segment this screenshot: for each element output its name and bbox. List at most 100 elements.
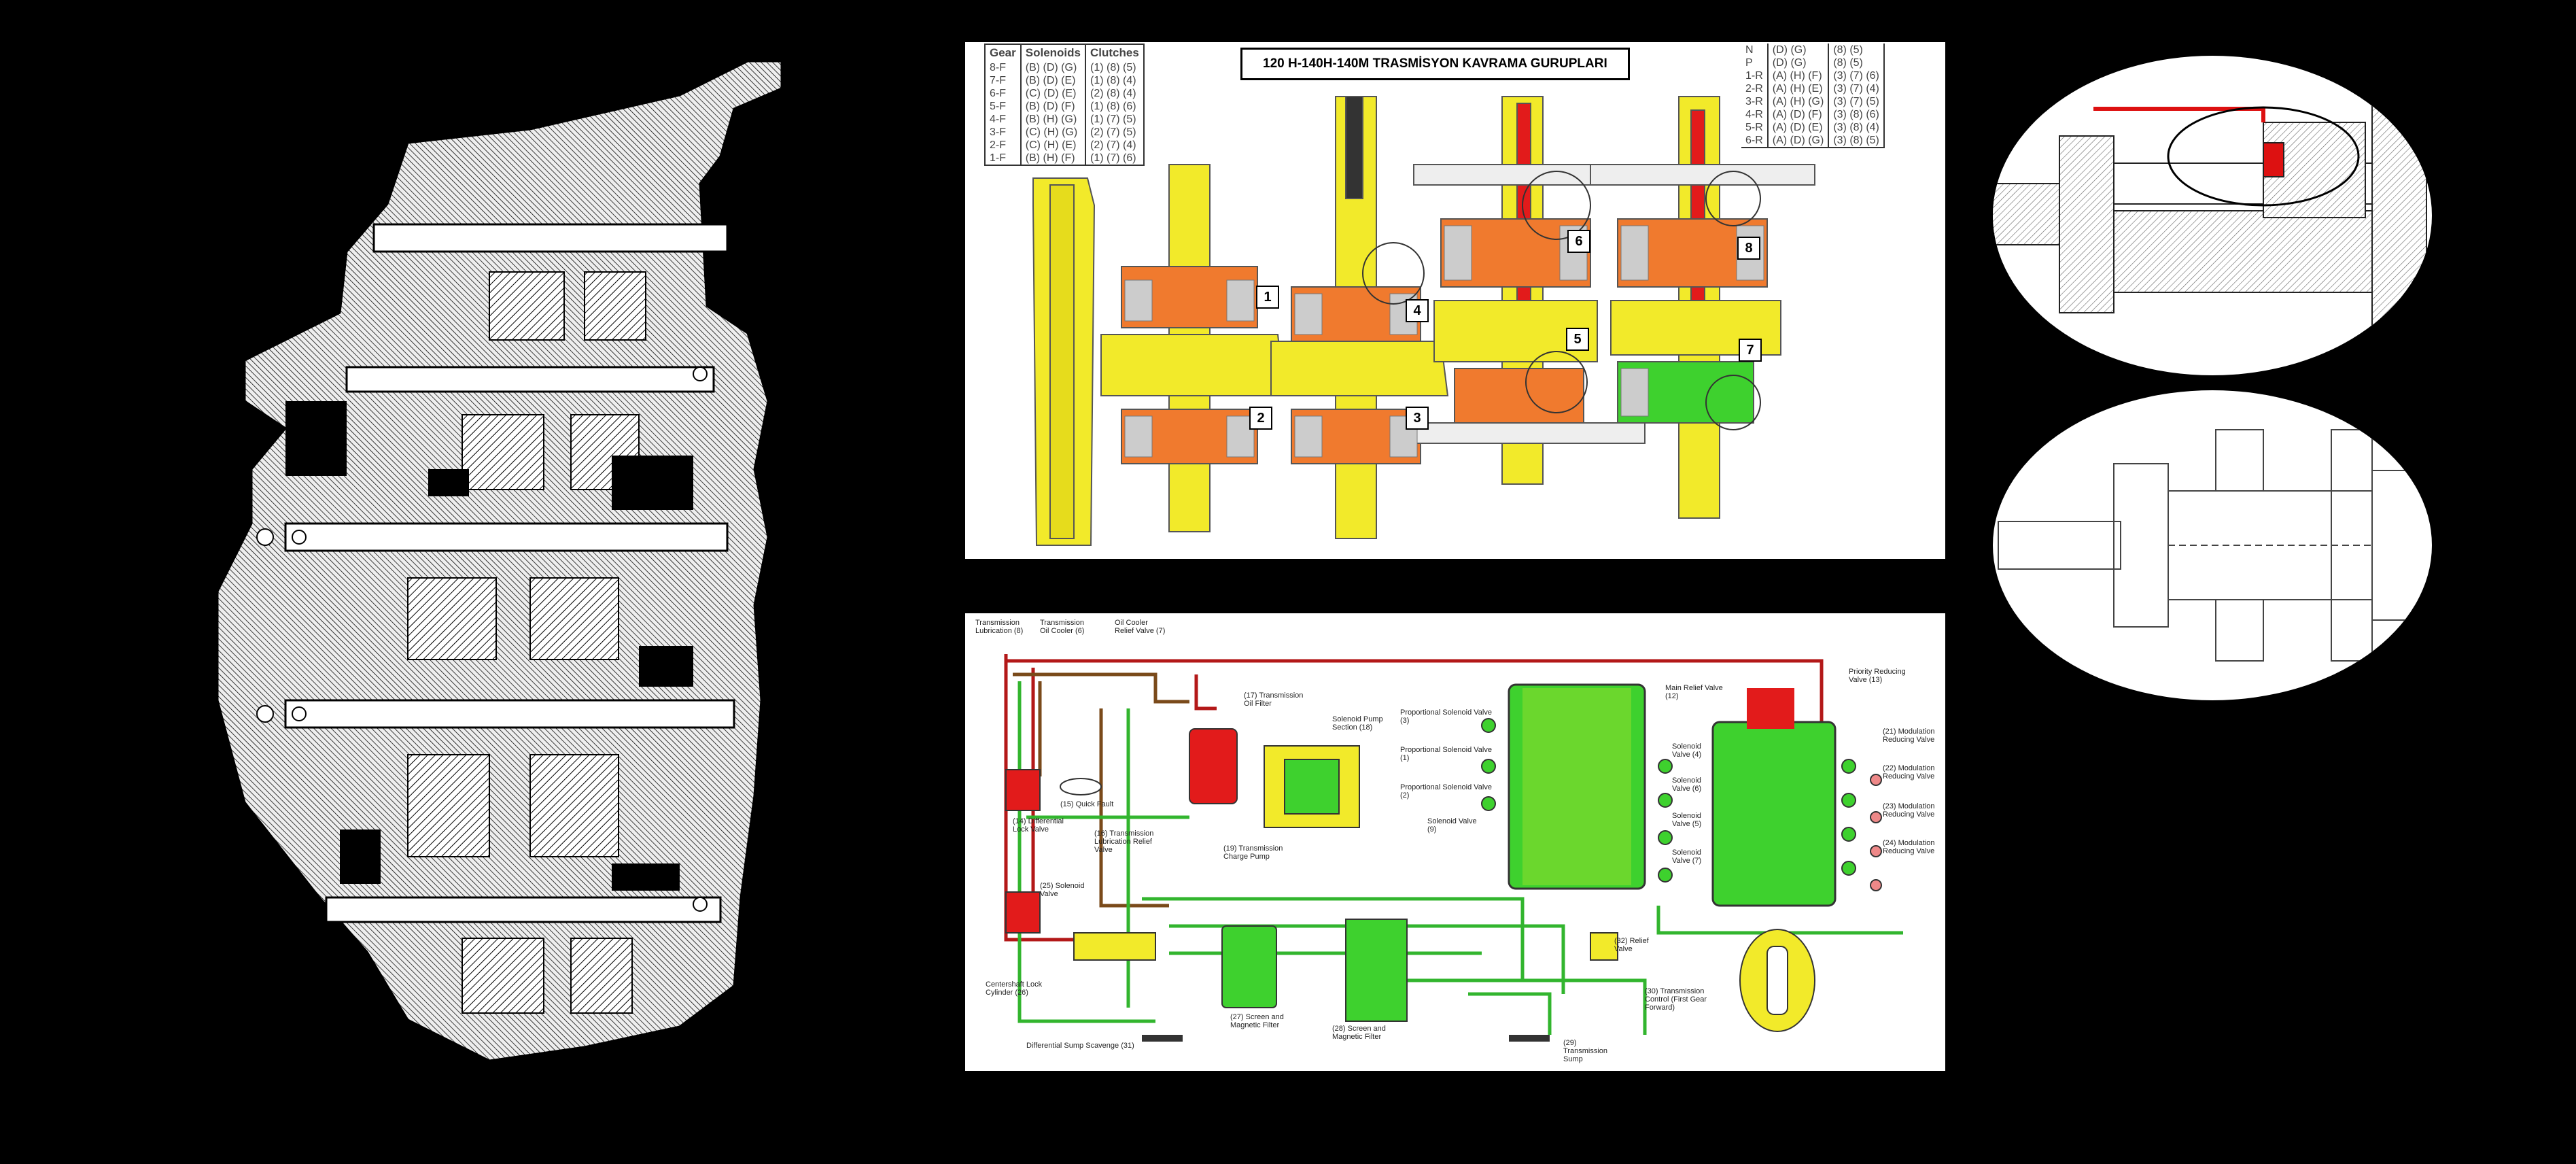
valve-block-left: [1508, 683, 1646, 890]
col-solenoids: Solenoids: [1020, 45, 1085, 61]
clutches-cell: (3) (8) (4): [1828, 121, 1883, 134]
gear-row: 1-F (B) (H) (F)(1) (7) (6): [986, 152, 1143, 165]
transmission-cutaway-drawing: [216, 60, 783, 1062]
shaft-clutch-3-4: [1335, 96, 1377, 539]
label-mod-21: (21) Modulation Reducing Valve: [1883, 728, 1935, 744]
shaft-clutch-5-6: [1501, 96, 1544, 485]
gear-row: 2-R(A) (H) (E)(3) (7) (4): [1741, 82, 1883, 95]
gear-row: 1-R(A) (H) (F)(3) (7) (6): [1741, 69, 1883, 82]
solenoids-cell: (B) (H) (F): [1020, 152, 1085, 165]
detail-view-bottom: [1991, 389, 2433, 702]
clutch-number-8: 8: [1737, 237, 1760, 260]
detail-view-top: [1991, 54, 2433, 377]
valve-block-right: [1711, 721, 1837, 907]
hydraulic-schematic-drawing: [1004, 654, 1903, 1042]
label-solenoid-pump-section: Solenoid Pump Section (18): [1332, 715, 1383, 732]
label-screen-28: (28) Screen and Magnetic Filter: [1332, 1025, 1386, 1041]
gear-cell: 3-R: [1745, 96, 1763, 107]
shaft-clutch-7-8: [1678, 96, 1720, 519]
gear-row: 5-R(A) (D) (E)(3) (8) (4): [1741, 121, 1883, 134]
clutches-cell: (1) (7) (6): [1084, 152, 1143, 165]
clutch-number-5: 5: [1566, 328, 1589, 351]
label-mod-22: (22) Modulation Reducing Valve: [1883, 764, 1935, 781]
clutches-cell: (1) (7) (5): [1084, 113, 1143, 126]
solenoids-cell: (A) (H) (F): [1766, 69, 1829, 82]
label-trans-control: (30) Transmission Control (First Gear Fo…: [1645, 987, 1707, 1012]
gear-cell: P: [1745, 57, 1753, 69]
gear-row: 4-F(B) (H) (G)(1) (7) (5): [986, 113, 1143, 126]
clutch-number-4: 4: [1406, 299, 1429, 322]
label-trans-lubrication: Transmission Lubrication (8): [975, 619, 1024, 635]
clutch-groups-panel: Gear Solenoids Clutches 8-F(B) (D) (G)(1…: [965, 42, 1945, 559]
forward-gear-table: Gear Solenoids Clutches 8-F(B) (D) (G)(1…: [984, 44, 1145, 166]
label-solenoid-valve-7: Solenoid Valve (7): [1672, 849, 1702, 865]
solenoids-cell: (B) (D) (F): [1020, 100, 1085, 113]
clutches-cell: (3) (8) (5): [1828, 134, 1883, 147]
solenoids-cell: (A) (D) (F): [1766, 108, 1829, 121]
shaft-5: [325, 896, 722, 923]
gear-row: 7-F (B) (D) (E)(1) (8) (4): [986, 74, 1143, 87]
gear-cell: 1-R: [1745, 70, 1763, 82]
gear-cell: 2-R: [1745, 83, 1763, 95]
clutch-packs: [407, 271, 646, 1014]
clutches-cell: (1) (8) (4): [1084, 74, 1143, 87]
detail-view-top-drawing: [1993, 56, 2432, 375]
solenoids-cell: (B) (H) (G): [1020, 113, 1085, 126]
oil-filter: [1189, 728, 1238, 804]
gear-cell: 5-F: [990, 101, 1006, 112]
gear-row: N(D) (G)(8) (5): [1741, 44, 1883, 56]
label-quick-fault: (15) Quick Fault: [1060, 800, 1114, 808]
solenoids-cell: (A) (H) (G): [1766, 95, 1829, 108]
transmission-cutaway: [204, 48, 816, 1074]
solenoids-cell: (A) (D) (E): [1766, 121, 1829, 134]
clutches-cell: (2) (7) (4): [1084, 139, 1143, 152]
reverse-gear-rows: N(D) (G)(8) (5)P(D) (G)(8) (5)1-R(A) (H)…: [1741, 44, 1883, 147]
solenoids-cell: (B) (D) (E): [1020, 74, 1085, 87]
forward-gear-rows: 8-F(B) (D) (G)(1) (8) (5)7-F(B) (D) (E)(…: [986, 61, 1143, 165]
gear-cell: 7-F: [990, 75, 1006, 86]
clutch-number-6: 6: [1567, 230, 1590, 253]
shaft-1: [372, 223, 729, 253]
housing-voids: [285, 401, 693, 891]
clutches-cell: (3) (7) (5): [1828, 95, 1883, 108]
solenoids-cell: (D) (G): [1766, 56, 1829, 69]
label-mod-24: (24) Modulation Reducing Valve: [1883, 839, 1935, 855]
label-trans-oil-cooler: Transmission Oil Cooler (6): [1040, 619, 1085, 635]
solenoids-cell: (C) (D) (E): [1020, 87, 1085, 100]
shaft-4: [284, 699, 735, 729]
label-solenoid-valve-9: Solenoid Valve (9): [1427, 817, 1477, 834]
clutches-cell: (1) (8) (6): [1084, 100, 1143, 113]
clutch-number-1: 1: [1256, 286, 1279, 309]
label-screen-27: (27) Screen and Magnetic Filter: [1230, 1013, 1284, 1029]
gear-cell: 5-R: [1745, 122, 1763, 133]
clutches-cell: (8) (5): [1828, 56, 1883, 69]
gear-row: 3-R(A) (H) (G)(3) (7) (5): [1741, 95, 1883, 108]
gear-row: P (D) (G)(8) (5): [1741, 56, 1883, 69]
clutches-cell: (8) (5): [1828, 44, 1883, 56]
clutches-cell: (3) (7) (6): [1828, 69, 1883, 82]
gear-cell: 1-F: [990, 152, 1006, 164]
screen-filter-28: [1345, 919, 1408, 1022]
gear-row: 2-F(C) (H) (E)(2) (7) (4): [986, 139, 1143, 152]
clutches-cell: (2) (8) (4): [1084, 87, 1143, 100]
solenoids-cell: (C) (H) (E): [1020, 139, 1085, 152]
solenoids-cell: (C) (H) (G): [1020, 126, 1085, 139]
label-trans-lube-relief: (16) Transmission Lubrication Relief Val…: [1094, 829, 1154, 854]
gear-cell: 4-R: [1745, 109, 1763, 120]
hydraulic-schematic-panel: Transmission Lubrication (8) Transmissio…: [965, 613, 1945, 1071]
label-charge-pump: (19) Transmission Charge Pump: [1223, 844, 1283, 861]
col-clutches: Clutches: [1084, 45, 1143, 61]
reverse-gear-table: N(D) (G)(8) (5)P(D) (G)(8) (5)1-R(A) (H)…: [1741, 44, 1885, 148]
label-solenoid-valve-4: Solenoid Valve (4): [1672, 742, 1702, 759]
label-prop-sol-valve-3: Proportional Solenoid Valve (3): [1400, 708, 1492, 725]
label-solenoid-valve-25: (25) Solenoid Valve: [1040, 882, 1085, 898]
shaft-2: [345, 366, 715, 393]
clutch-panel-title: 120 H-140H-140M TRASMİSYON KAVRAMA GURUP…: [1240, 48, 1630, 80]
gear-cell: N: [1745, 44, 1754, 56]
label-differential-lock: (14) Differential Lock Valve: [1013, 817, 1064, 834]
gear-row: 3-F(C) (H) (G)(2) (7) (5): [986, 126, 1143, 139]
label-trans-sump: (29) Transmission Sump: [1563, 1039, 1607, 1063]
gear-cell: 6-R: [1745, 135, 1763, 146]
col-gear: Gear: [990, 46, 1016, 59]
solenoids-cell: (A) (H) (E): [1766, 82, 1829, 95]
